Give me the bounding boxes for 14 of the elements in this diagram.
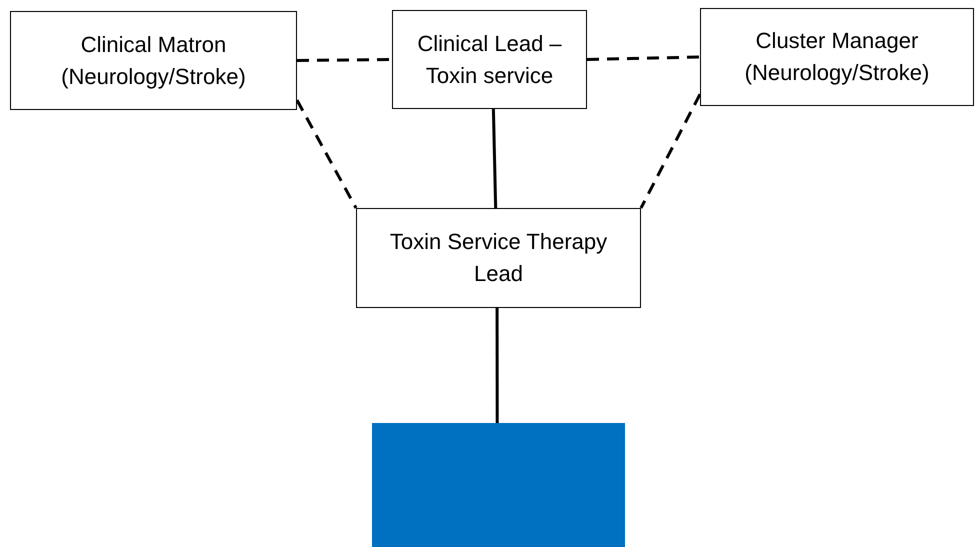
role-title: Cluster Manager (Neurology/Stroke): [744, 27, 930, 87]
connector-line: [492, 108, 498, 208]
org-box: [392, 10, 587, 109]
role-title: Clinical Matron (Neurology/Stroke): [60, 30, 247, 91]
dashed-connector: [586, 56, 700, 61]
dashed-connector: [296, 99, 358, 209]
org-box: [700, 8, 974, 106]
org-box: [10, 11, 297, 110]
filled-box: [372, 423, 625, 547]
org-box: [356, 208, 641, 308]
role-title: Toxin Service Therapy Lead: [388, 228, 608, 288]
connector-line: [496, 308, 499, 423]
role-title: Clinical Lead – Toxin service: [416, 30, 563, 90]
dashed-connector: [640, 94, 702, 209]
